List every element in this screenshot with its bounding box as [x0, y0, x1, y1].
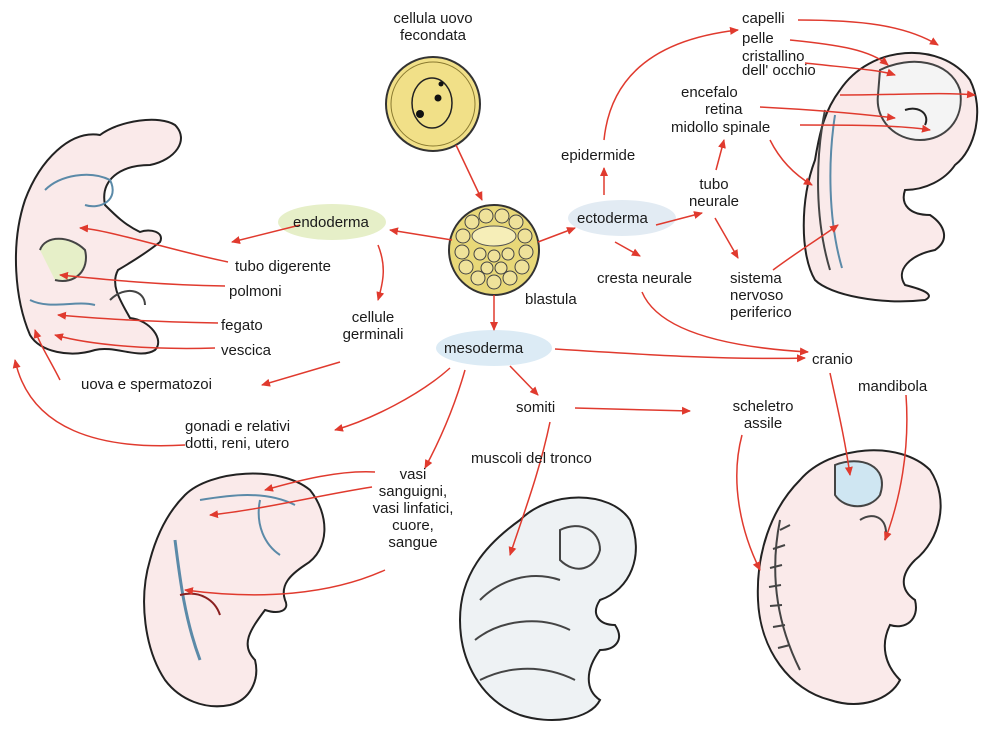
skin-label: pelle — [742, 30, 774, 47]
blastula-label: blastula — [525, 291, 577, 308]
bladder-label: vescica — [221, 342, 271, 359]
jaw-label: mandibola — [858, 378, 927, 395]
blastula — [449, 205, 539, 295]
digestive-tube-label: tubo digerente — [235, 258, 331, 275]
embryo-muscles — [460, 498, 636, 721]
neural-tube-label: tubo neurale — [684, 176, 744, 210]
vessels-label: vasi sanguigni, vasi linfatici, cuore, s… — [348, 466, 478, 551]
retina-label: retina — [705, 101, 743, 118]
embryo-skeleton — [758, 450, 941, 704]
pns-label: sistema nervoso periferico — [730, 270, 792, 321]
hair-label: capelli — [742, 10, 785, 27]
brain-label: encefalo — [681, 84, 738, 101]
embryo-ectoderm — [804, 53, 977, 301]
gonads-label: gonadi e relativi dotti, reni, utero — [185, 418, 290, 452]
axial-skeleton-label: scheletro assile — [718, 398, 808, 432]
fertilized-egg-label: cellula uovo fecondata — [373, 10, 493, 44]
skull-label: cranio — [812, 351, 853, 368]
mesoderm-label: mesoderma — [432, 337, 535, 360]
fertilized-egg — [386, 57, 480, 151]
trunk-muscles-label: muscoli del tronco — [471, 450, 592, 467]
germ-cells-label: cellule germinali — [328, 309, 418, 343]
neural-crest-label: cresta neurale — [597, 270, 692, 287]
lens-label: cristallino dell' occhio — [742, 50, 816, 78]
liver-label: fegato — [221, 317, 263, 334]
gametes-label: uova e spermatozoi — [81, 376, 212, 393]
somites-label: somiti — [516, 399, 555, 416]
epidermis-label: epidermide — [561, 147, 635, 164]
embryo-vessels — [144, 474, 324, 707]
ectoderm-label: ectoderma — [565, 207, 660, 230]
endoderm-label: endoderma — [281, 211, 381, 234]
lungs-label: polmoni — [229, 283, 282, 300]
spinal-cord-label: midollo spinale — [671, 119, 770, 136]
